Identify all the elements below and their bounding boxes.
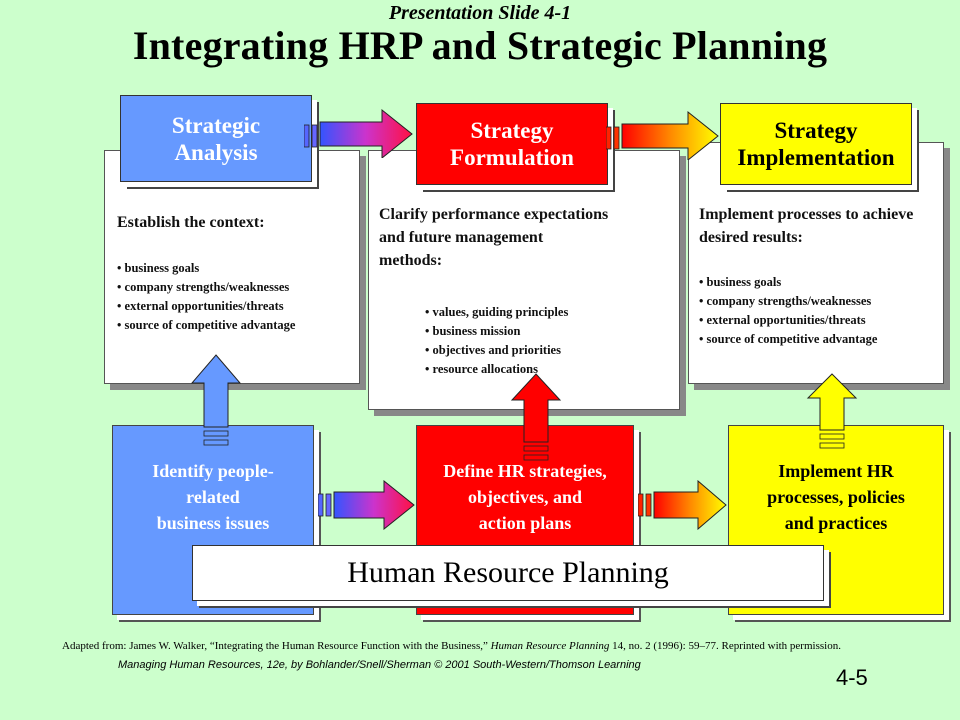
hrp-banner: Human Resource Planning (192, 545, 824, 601)
page-number: 4-5 (836, 665, 868, 690)
list-item: business goals (117, 259, 357, 278)
header-line: Strategic (171, 112, 261, 138)
list-item: resource allocations (425, 360, 675, 379)
slide-label: Presentation Slide 4-1 (388, 2, 572, 24)
box-line: business issues (156, 513, 270, 533)
header-line: Implementation (737, 145, 895, 170)
list-item: source of competitive advantage (117, 316, 357, 335)
header-line: Formulation (450, 145, 574, 170)
list-item: values, guiding principles (425, 303, 675, 322)
arrow-up-yellow (806, 373, 858, 449)
header-line: Strategy (774, 118, 858, 143)
list-item: external opportunities/threats (117, 297, 357, 316)
strategy-implementation-header: Strategy Implementation (720, 103, 912, 185)
strategy-formulation-panel: Clarify performance expectations and fut… (368, 150, 680, 410)
strategic-analysis-bullets: business goals company strengths/weaknes… (117, 259, 357, 335)
box-line: and practices (784, 513, 888, 533)
credit-suffix: 14, no. 2 (1996): 59–77. Reprinted with … (609, 640, 841, 652)
box-line: objectives, and (467, 487, 582, 507)
box-line: processes, policies (767, 487, 905, 507)
strategy-implementation-bullets: business goals company strengths/weaknes… (699, 273, 943, 349)
strategy-implementation-intro: Implement processes to achieve desired r… (699, 206, 914, 246)
source-credit: Adapted from: James W. Walker, “Integrat… (62, 640, 892, 653)
slide-title: Integrating HRP and Strategic Planning (132, 23, 828, 68)
list-item: company strengths/weaknesses (117, 278, 357, 297)
list-item: business goals (699, 273, 943, 292)
strategy-formulation-intro: Clarify performance expectations and fut… (379, 206, 609, 269)
footer-copyright: Managing Human Resources, 12e, by Bohlan… (118, 659, 641, 671)
box-line: Define HR strategies, (443, 461, 607, 481)
strategic-analysis-panel: Establish the context: business goals co… (104, 150, 360, 384)
header-line: Analysis (174, 139, 258, 165)
list-item: business mission (425, 322, 675, 341)
list-item: source of competitive advantage (699, 330, 943, 349)
list-item: external opportunities/threats (699, 311, 943, 330)
box-line: action plans (478, 513, 572, 533)
arrow-issues-to-strategies (318, 480, 415, 530)
box-line: Identify people- (152, 461, 274, 481)
strategy-formulation-bullets: values, guiding principles business miss… (425, 303, 675, 379)
arrow-up-blue (190, 354, 242, 446)
box-line: Implement HR (778, 461, 894, 481)
strategy-formulation-header: Strategy Formulation (416, 103, 608, 185)
strategic-analysis-header: Strategic Analysis (120, 95, 312, 182)
arrow-analysis-to-formulation (304, 108, 413, 158)
list-item: company strengths/weaknesses (699, 292, 943, 311)
box-line: related (186, 487, 240, 507)
list-item: objectives and priorities (425, 341, 675, 360)
credit-journal: Human Resource Planning (490, 640, 610, 652)
arrow-strategies-to-implement (638, 480, 727, 530)
strategic-analysis-intro: Establish the context: (117, 214, 265, 231)
header-line: Strategy (470, 118, 554, 143)
credit-prefix: Adapted from: James W. Walker, “Integrat… (62, 640, 491, 652)
arrow-formulation-to-implementation (606, 110, 719, 160)
arrow-up-red (510, 373, 562, 461)
